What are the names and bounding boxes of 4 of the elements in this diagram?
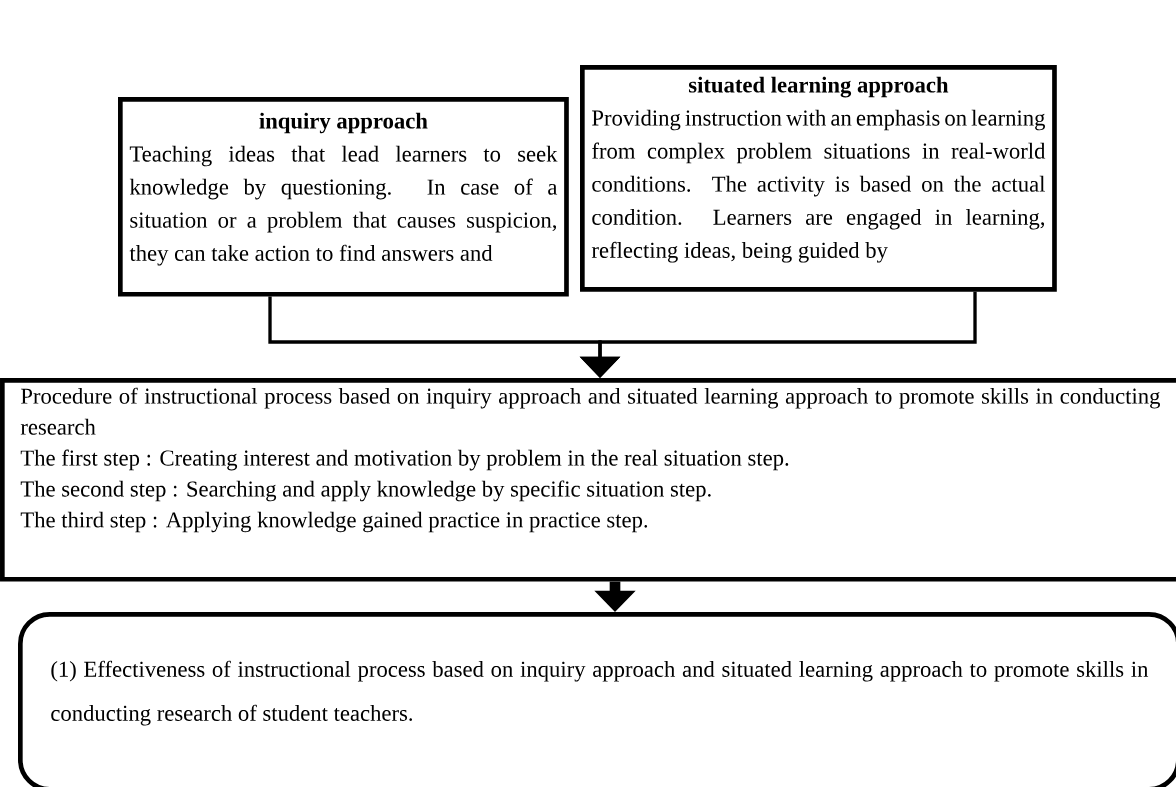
approach-box: inquiry approach Teaching ideas that lead learners to seek knowledge by questioning. In case of a situation or a problem that causes suspicion, they can take action to find answers and	[118, 97, 569, 297]
outcome-box: (1) Effectiveness of instructional process based on inquiry approach and situated learning approach to promote skills in conducting research of student teachers.	[18, 612, 1176, 787]
approach-box: situated learning approach Providing instruction with an emphasis on learning from complex problem situations in real-world conditions. The activity is based on the actual condition. Learners are engaged in learning, reflecting ideas, being guided by	[580, 65, 1057, 292]
procedure-box: Procedure of instructional process based on inquiry approach and situated learning approach to promote skills in conducting research The first step : Creating interest and motivation by problem in the real situation step. The second step : Searching and apply knowledge by specific situation step. The third step : Applying knowledge gained practice in practice step.	[0, 378, 1176, 582]
